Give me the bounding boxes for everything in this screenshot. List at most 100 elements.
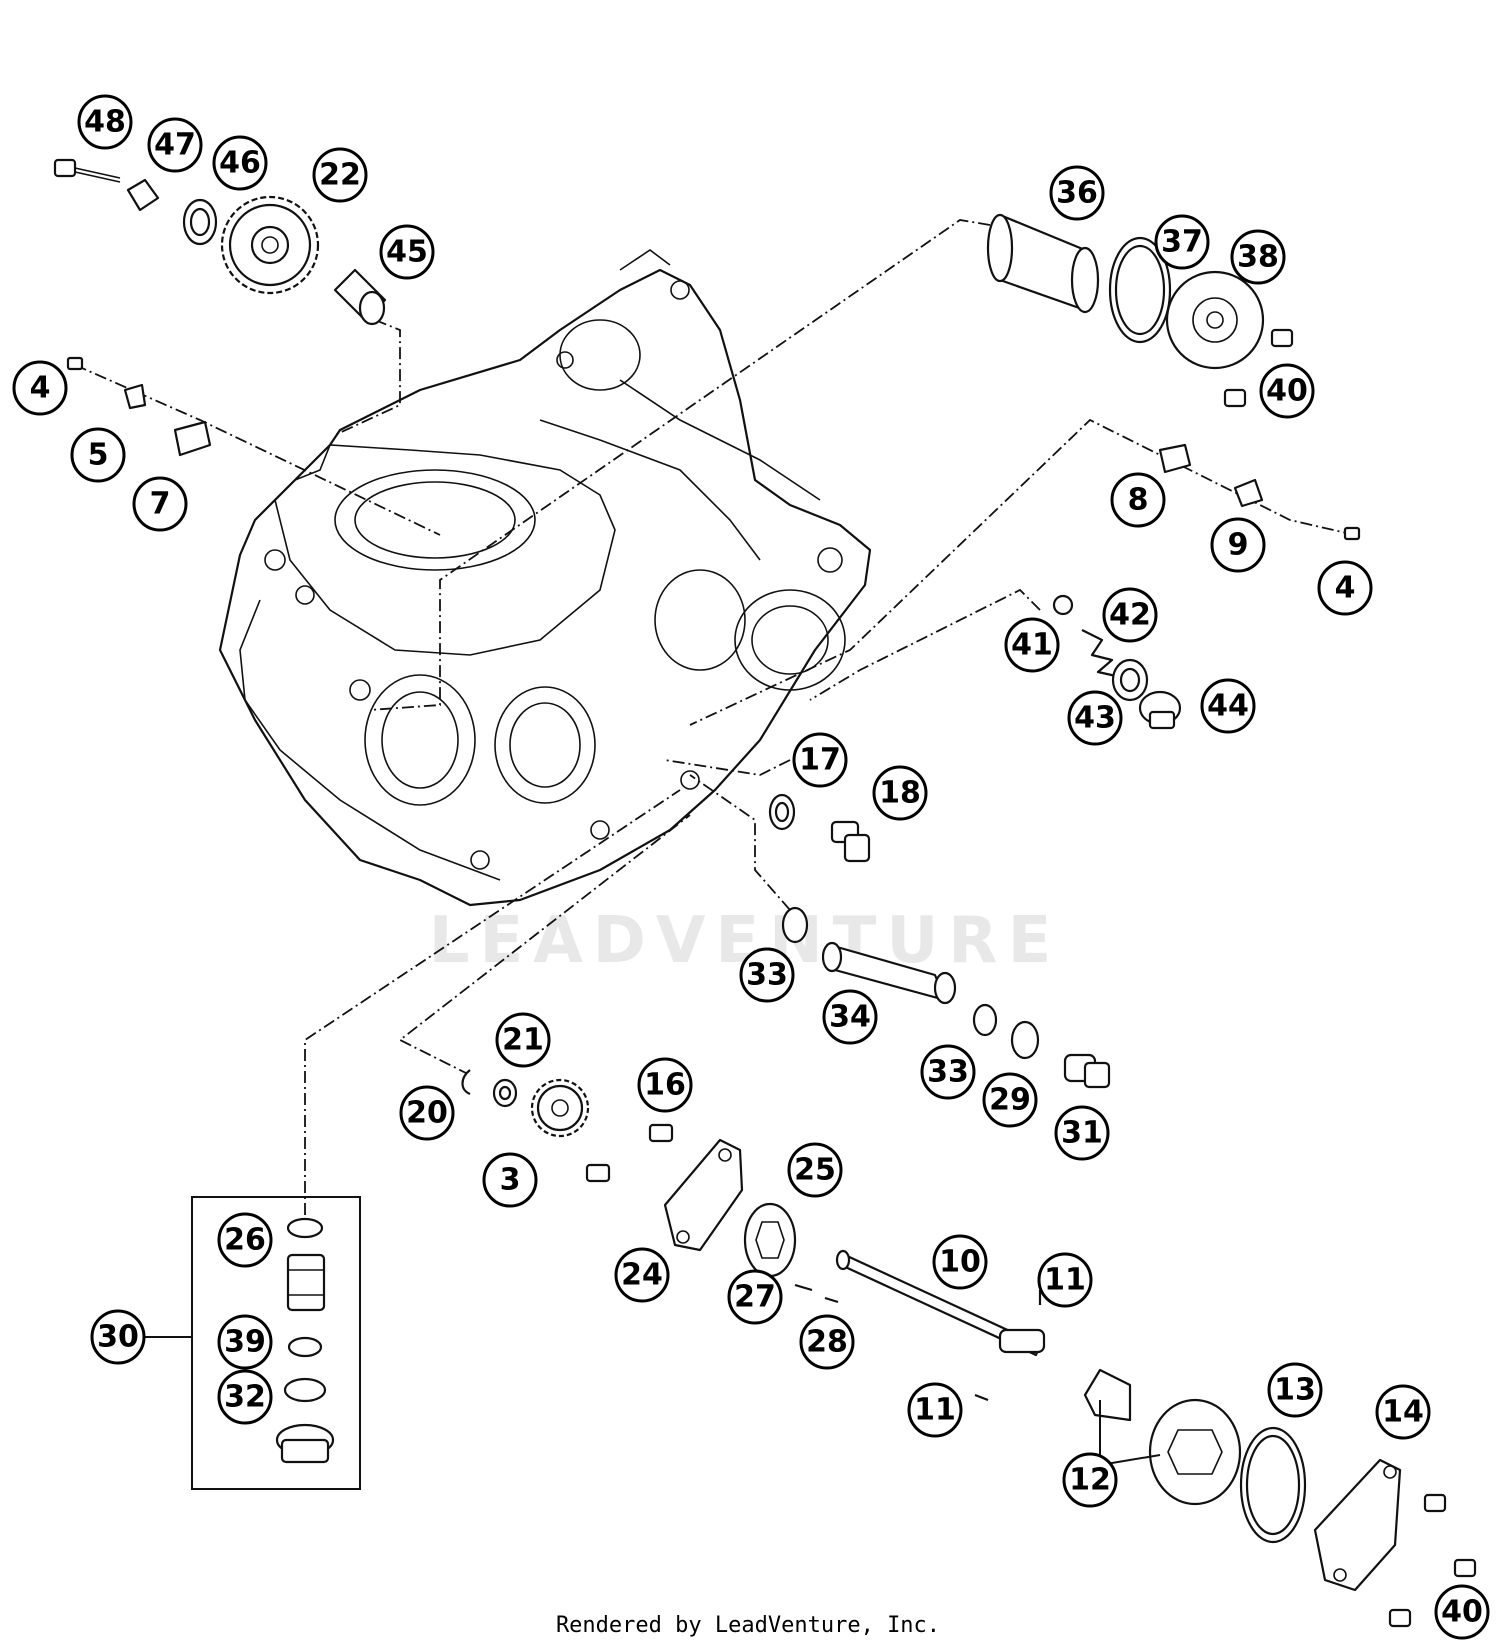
part-12-pump-rotors bbox=[1083, 1368, 1242, 1506]
svg-text:22: 22 bbox=[319, 158, 361, 193]
part-20-circlip bbox=[461, 1069, 471, 1096]
part-7-plate bbox=[173, 420, 212, 457]
part-33-o-ring-a bbox=[781, 906, 809, 944]
part-47-lock-washer bbox=[126, 178, 160, 212]
part-26-o-ring bbox=[286, 1217, 324, 1239]
part-41-ball bbox=[1052, 594, 1074, 616]
svg-text:39: 39 bbox=[224, 1325, 266, 1360]
part-30-screen-fitting bbox=[286, 1253, 326, 1312]
part-43-washer bbox=[1111, 658, 1149, 702]
callout-33-upper: 33 bbox=[739, 947, 795, 1003]
svg-text:18: 18 bbox=[879, 776, 921, 811]
callout-10: 10 bbox=[932, 1234, 988, 1290]
callout-8: 8 bbox=[1110, 472, 1166, 528]
part-22-gear bbox=[220, 195, 320, 295]
callout-31: 31 bbox=[1054, 1105, 1110, 1161]
part-5-clip bbox=[123, 383, 147, 410]
part-4-screw-left bbox=[66, 356, 84, 371]
part-28-pin bbox=[824, 1296, 839, 1304]
svg-text:33: 33 bbox=[746, 958, 788, 993]
callout-20: 20 bbox=[399, 1085, 455, 1141]
part-39-o-ring bbox=[287, 1336, 323, 1358]
engine-crankcase bbox=[218, 249, 872, 907]
part-16-screw-a bbox=[648, 1123, 674, 1143]
svg-text:40: 40 bbox=[1441, 1595, 1483, 1630]
part-30-plug bbox=[275, 1423, 335, 1464]
part-31-plug bbox=[1063, 1053, 1111, 1089]
callout-43: 43 bbox=[1067, 690, 1123, 746]
svg-text:31: 31 bbox=[1061, 1116, 1103, 1151]
callout-36: 36 bbox=[1049, 165, 1105, 221]
callout-44: 44 bbox=[1200, 678, 1256, 734]
callout-28: 28 bbox=[799, 1314, 855, 1370]
svg-text:24: 24 bbox=[621, 1258, 663, 1293]
callout-4-left: 4 bbox=[12, 360, 68, 416]
callout-17: 17 bbox=[792, 732, 848, 788]
svg-text:27: 27 bbox=[734, 1280, 776, 1315]
callout-24: 24 bbox=[614, 1247, 670, 1303]
callout-25: 25 bbox=[787, 1142, 843, 1198]
svg-text:10: 10 bbox=[939, 1245, 981, 1280]
callout-47: 47 bbox=[147, 117, 203, 173]
callout-30: 30 bbox=[90, 1309, 146, 1365]
callout-13: 13 bbox=[1267, 1362, 1323, 1418]
part-18-plug bbox=[830, 820, 871, 863]
callout-40-upper: 40 bbox=[1259, 363, 1315, 419]
part-8-plate bbox=[1158, 443, 1192, 474]
part-38-filter-cover bbox=[1165, 270, 1265, 370]
callout-48: 48 bbox=[77, 94, 133, 150]
callout-40-lower: 40 bbox=[1434, 1584, 1490, 1640]
callout-22: 22 bbox=[312, 147, 368, 203]
svg-text:48: 48 bbox=[84, 105, 126, 140]
svg-text:36: 36 bbox=[1056, 176, 1098, 211]
callout-41: 41 bbox=[1004, 617, 1060, 673]
callout-34: 34 bbox=[822, 989, 878, 1045]
svg-text:12: 12 bbox=[1069, 1463, 1111, 1498]
callout-37: 37 bbox=[1154, 214, 1210, 270]
callout-14: 14 bbox=[1375, 1384, 1431, 1440]
svg-text:38: 38 bbox=[1237, 240, 1279, 275]
callout-11-lower: 11 bbox=[907, 1382, 963, 1438]
callout-5: 5 bbox=[70, 427, 126, 483]
part-9-clip bbox=[1233, 478, 1264, 508]
callout-12: 12 bbox=[1062, 1452, 1118, 1508]
callout-32: 32 bbox=[217, 1369, 273, 1425]
part-40-screw-upper-a bbox=[1270, 328, 1294, 348]
callout-27: 27 bbox=[727, 1269, 783, 1325]
callout-38: 38 bbox=[1230, 229, 1286, 285]
svg-text:4: 4 bbox=[1335, 571, 1356, 606]
callout-7: 7 bbox=[132, 476, 188, 532]
svg-text:32: 32 bbox=[224, 1380, 266, 1415]
callout-9: 9 bbox=[1210, 517, 1266, 573]
svg-text:8: 8 bbox=[1128, 483, 1149, 518]
part-37-o-ring bbox=[1108, 236, 1172, 344]
callout-33-lower: 33 bbox=[920, 1044, 976, 1100]
footer-credit: Rendered by LeadVenture, Inc. bbox=[556, 1613, 940, 1638]
callout-18: 18 bbox=[872, 765, 928, 821]
svg-text:11: 11 bbox=[914, 1393, 956, 1428]
callout-29: 29 bbox=[982, 1072, 1038, 1128]
callout-3: 3 bbox=[482, 1152, 538, 1208]
part-24-pump-cover-plate bbox=[663, 1138, 744, 1252]
part-14-pump-cover bbox=[1313, 1458, 1402, 1592]
svg-text:45: 45 bbox=[386, 235, 428, 270]
callout-11-upper: 11 bbox=[1037, 1252, 1093, 1308]
part-16-screw-b bbox=[585, 1163, 611, 1183]
svg-text:3: 3 bbox=[500, 1163, 521, 1198]
svg-text:43: 43 bbox=[1074, 701, 1116, 736]
svg-text:30: 30 bbox=[97, 1320, 139, 1355]
svg-text:41: 41 bbox=[1011, 628, 1053, 663]
callout-4-right: 4 bbox=[1317, 560, 1373, 616]
part-4-screw-right bbox=[1343, 526, 1361, 541]
leader-lines bbox=[74, 219, 1356, 1215]
part-27-pin bbox=[794, 1283, 813, 1292]
part-25-rotor bbox=[743, 1202, 797, 1278]
part-30-kit-box bbox=[145, 1196, 361, 1490]
svg-text:42: 42 bbox=[1109, 598, 1151, 633]
callout-21: 21 bbox=[495, 1012, 551, 1068]
callout-26: 26 bbox=[217, 1212, 273, 1268]
part-40-screw-lower-b bbox=[1453, 1558, 1477, 1578]
svg-text:17: 17 bbox=[799, 743, 841, 778]
part-46-washer bbox=[182, 198, 218, 246]
